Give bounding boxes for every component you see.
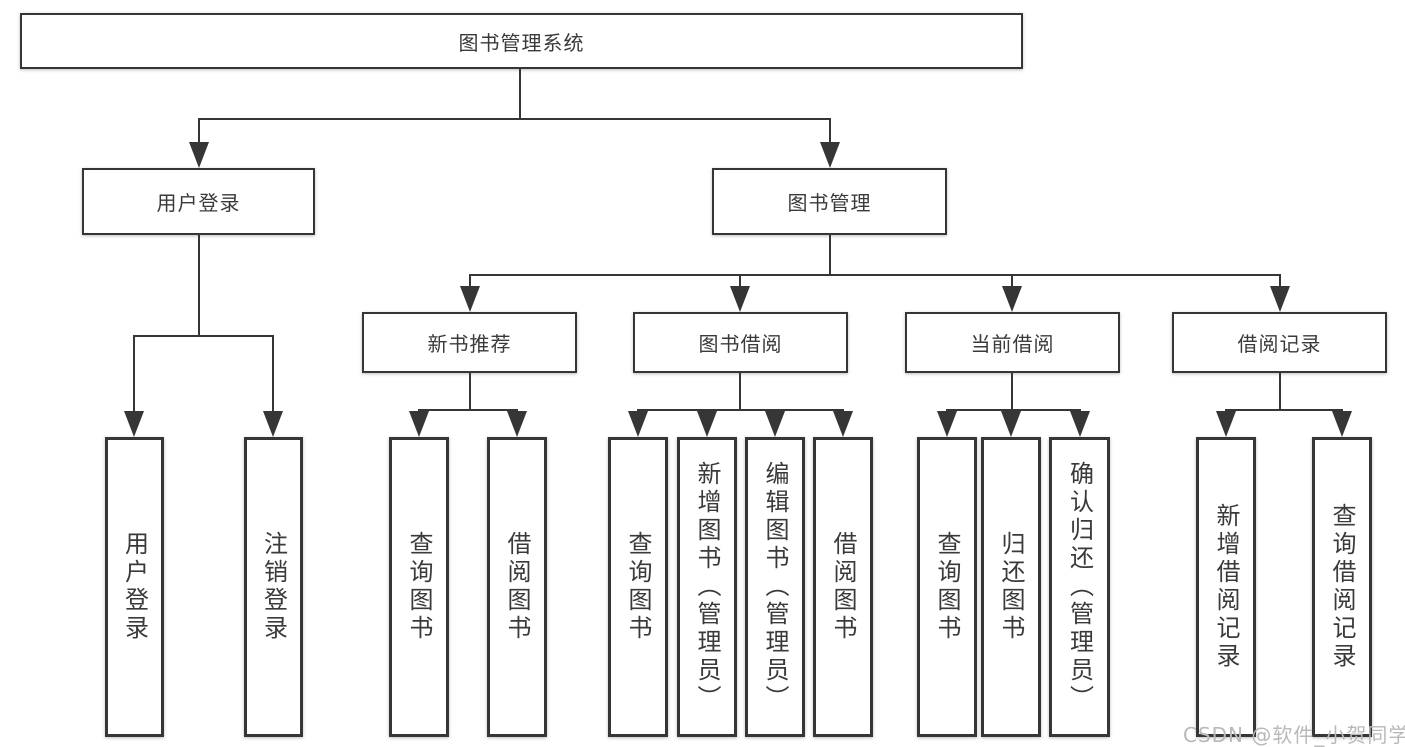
leaf-borrow-books-borrowing: 借阅图书 <box>813 437 873 737</box>
connector-line <box>133 335 274 337</box>
leaf-logout: 注销登录 <box>244 437 303 737</box>
connector-line <box>946 409 1081 411</box>
arrowhead-icon <box>507 411 527 437</box>
arrowhead-icon <box>409 411 429 437</box>
connector-line <box>198 118 830 120</box>
arrowhead-icon <box>1002 286 1022 312</box>
node-book-management: 图书管理 <box>712 168 947 235</box>
leaf-confirm-return-admin: 确认归还（管理员） <box>1049 437 1110 737</box>
node-book-borrowing: 图书借阅 <box>633 312 848 373</box>
leaf-user-login: 用户登录 <box>105 437 164 737</box>
csdn-watermark: CSDN @软件_小贺同学 <box>1183 723 1405 747</box>
arrowhead-icon <box>263 411 283 437</box>
connector-line <box>198 118 200 144</box>
leaf-return-books: 归还图书 <box>981 437 1041 737</box>
connector-line <box>133 335 135 413</box>
arrowhead-icon <box>937 411 957 437</box>
node-new-book-recommendation: 新书推荐 <box>362 312 577 373</box>
leaf-query-books-recommend: 查询图书 <box>389 437 449 737</box>
arrowhead-icon <box>1332 411 1352 437</box>
leaf-edit-books-admin: 编辑图书（管理员） <box>745 437 805 737</box>
connector-line <box>1279 274 1281 288</box>
connector-line <box>1279 373 1281 409</box>
connector-line <box>519 69 521 118</box>
node-current-borrowing: 当前借阅 <box>905 312 1120 373</box>
connector-line <box>739 373 741 409</box>
arrowhead-icon <box>189 142 209 168</box>
connector-line <box>469 373 471 409</box>
node-borrowing-records: 借阅记录 <box>1172 312 1387 373</box>
arrowhead-icon <box>697 411 717 437</box>
connector-line <box>829 235 831 274</box>
arrowhead-icon <box>628 411 648 437</box>
arrowhead-icon <box>765 411 785 437</box>
node-user-login: 用户登录 <box>82 168 315 235</box>
connector-line <box>469 274 1281 276</box>
connector-line <box>272 335 274 413</box>
leaf-borrow-books-recommend: 借阅图书 <box>487 437 547 737</box>
connector-line <box>1225 409 1343 411</box>
leaf-query-books-borrowing: 查询图书 <box>608 437 668 737</box>
connector-line <box>829 118 831 144</box>
connector-line <box>198 235 200 335</box>
connector-line <box>637 409 844 411</box>
arrowhead-icon <box>1270 286 1290 312</box>
arrowhead-icon <box>833 411 853 437</box>
connector-line <box>469 274 471 288</box>
arrowhead-icon <box>460 286 480 312</box>
leaf-add-books-admin: 新增图书（管理员） <box>677 437 737 737</box>
leaf-query-books-current: 查询图书 <box>917 437 977 737</box>
arrowhead-icon <box>124 411 144 437</box>
connector-line <box>1011 274 1013 288</box>
connector-line <box>418 409 518 411</box>
leaf-add-borrow-record: 新增借阅记录 <box>1196 437 1256 737</box>
arrowhead-icon <box>730 286 750 312</box>
arrowhead-icon <box>1001 411 1021 437</box>
connector-line <box>739 274 741 288</box>
connector-line <box>1011 373 1013 409</box>
node-library-system: 图书管理系统 <box>20 13 1023 69</box>
arrowhead-icon <box>1070 411 1090 437</box>
arrowhead-icon <box>1216 411 1236 437</box>
leaf-query-borrow-record: 查询借阅记录 <box>1312 437 1372 737</box>
arrowhead-icon <box>820 142 840 168</box>
